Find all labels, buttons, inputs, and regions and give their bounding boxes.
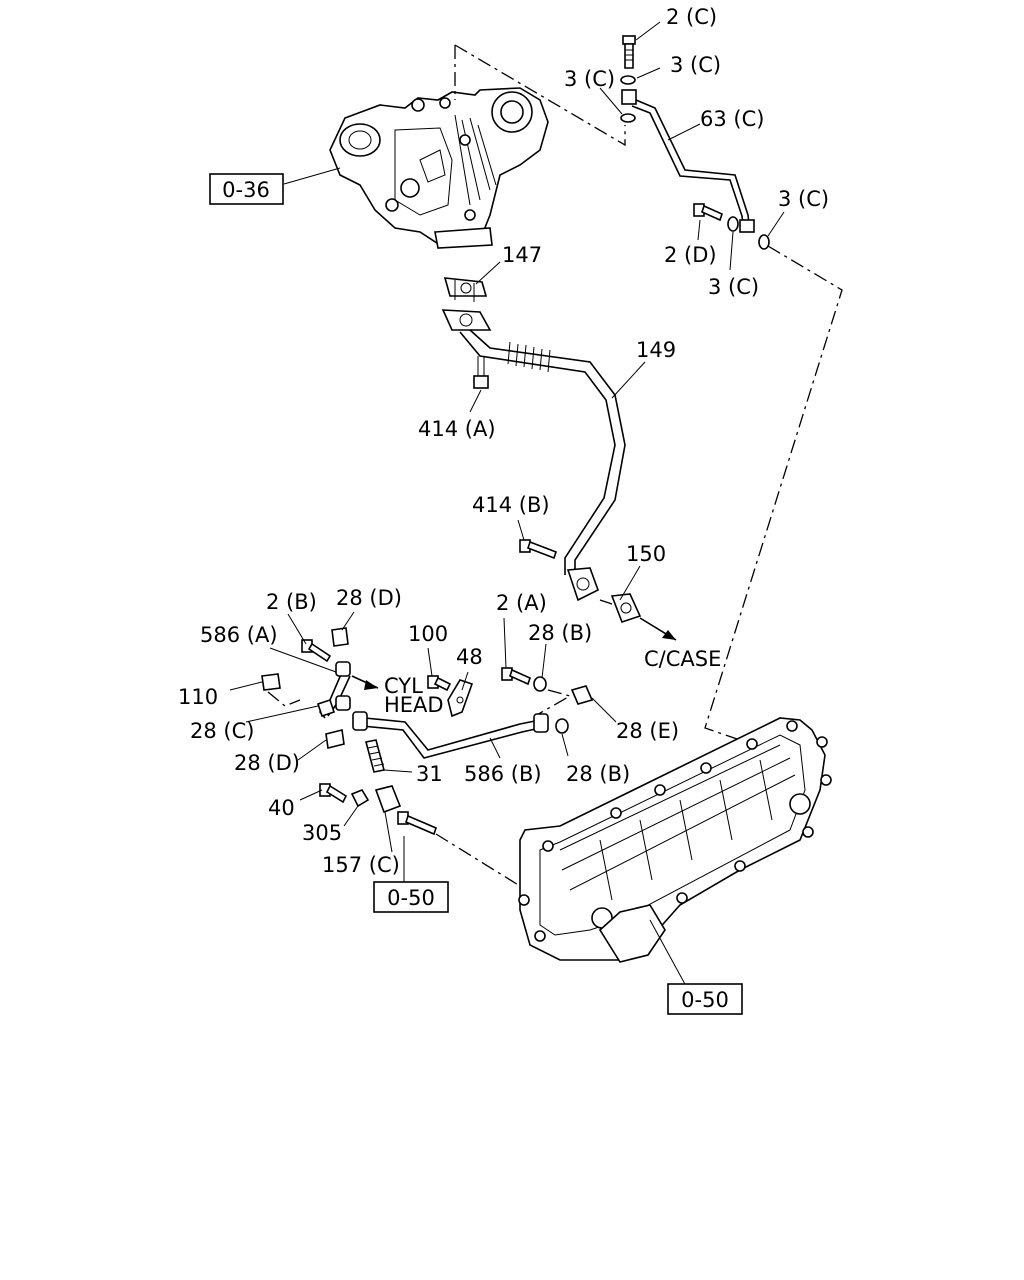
callout-48: 48 xyxy=(456,645,483,669)
callout-28d-a: 28 (D) xyxy=(336,586,402,610)
washer-3c-a xyxy=(620,75,636,85)
callout-28b-a: 28 (B) xyxy=(528,621,592,645)
callout-2c-top: 2 (C) xyxy=(666,5,717,29)
clip-28e xyxy=(570,685,594,705)
fitting-31 xyxy=(365,739,385,773)
callout-414a: 414 (A) xyxy=(418,417,496,441)
callout-cyl: CYL xyxy=(384,674,423,698)
washer-3c-d xyxy=(727,216,739,232)
callout-28c: 28 (C) xyxy=(190,719,254,743)
callout-63c: 63 (C) xyxy=(700,107,764,131)
callout-2a: 2 (A) xyxy=(496,591,547,615)
callout-28e: 28 (E) xyxy=(616,719,679,743)
turbocharger xyxy=(329,87,549,249)
ref-box-036: 0-36 xyxy=(209,173,284,205)
washer-28b-b xyxy=(555,718,569,734)
centerline-150 xyxy=(599,599,613,605)
stud-157c xyxy=(397,811,437,836)
callout-586b: 586 (B) xyxy=(464,762,542,786)
ref-box-050-b: 0-50 xyxy=(667,983,743,1015)
callout-147: 147 xyxy=(502,243,542,267)
leader-lines xyxy=(229,21,785,987)
callout-110: 110 xyxy=(178,685,218,709)
gasket-150 xyxy=(610,593,642,624)
callout-2d: 2 (D) xyxy=(664,243,717,267)
callout-31: 31 xyxy=(416,762,443,786)
callout-3c-c: 3 (C) xyxy=(778,187,829,211)
banjo-bolt-2d xyxy=(693,203,723,222)
ref-036-label: 0-36 xyxy=(222,178,270,202)
clip-28c xyxy=(316,698,336,718)
callout-150: 150 xyxy=(626,542,666,566)
bolt-414a xyxy=(473,356,489,389)
clip-28d-lower xyxy=(325,729,345,749)
callout-414b: 414 (B) xyxy=(472,493,550,517)
washer-3c-b xyxy=(620,113,636,123)
elbow-fitting xyxy=(374,785,402,814)
banjo-bolt-top xyxy=(622,35,636,69)
callout-100: 100 xyxy=(408,622,448,646)
ref-050-a-label: 0-50 xyxy=(387,886,435,910)
bolt-2b xyxy=(301,639,332,663)
callout-3c-d: 3 (C) xyxy=(708,275,759,299)
ref-box-050-a: 0-50 xyxy=(373,881,449,913)
bracket-48 xyxy=(447,679,474,718)
centerline-110 xyxy=(267,691,301,707)
bolt-40 xyxy=(319,783,348,804)
callout-149: 149 xyxy=(636,338,676,362)
ref-050-b-label: 0-50 xyxy=(681,988,729,1012)
arrow-ccase-head xyxy=(662,630,676,640)
oil-feed-pipe xyxy=(621,89,755,233)
centerline-157c xyxy=(435,833,521,887)
centerline-turbo-oil xyxy=(454,44,626,147)
intake-manifold xyxy=(518,717,832,963)
washer-28b-a xyxy=(533,676,547,692)
callout-head: HEAD xyxy=(384,693,444,717)
callout-157c: 157 (C) xyxy=(322,853,400,877)
callout-ccase: C/CASE xyxy=(644,647,721,671)
callout-28b-b: 28 (B) xyxy=(566,762,630,786)
callout-3c-b: 3 (C) xyxy=(564,67,615,91)
arrow-cyl-head-mark xyxy=(364,680,378,690)
nut-305 xyxy=(350,789,370,808)
centerline-oil-manifold xyxy=(704,245,843,741)
clip-110 xyxy=(261,673,281,691)
callout-305: 305 xyxy=(302,821,342,845)
callout-40: 40 xyxy=(268,796,295,820)
oil-return-pipe xyxy=(441,309,626,602)
callout-28d-b: 28 (D) xyxy=(234,751,300,775)
bolt-2a xyxy=(501,667,531,686)
washer-3c-c xyxy=(758,234,770,250)
bolt-100 xyxy=(427,675,452,692)
bolt-414b xyxy=(519,539,558,560)
callout-3c-a: 3 (C) xyxy=(670,53,721,77)
callout-586a: 586 (A) xyxy=(200,623,278,647)
studs xyxy=(454,280,475,302)
centerline-28e xyxy=(534,689,572,717)
pipe-586b xyxy=(352,711,549,759)
callout-2b: 2 (B) xyxy=(266,590,317,614)
clip-28d-top xyxy=(331,627,349,647)
